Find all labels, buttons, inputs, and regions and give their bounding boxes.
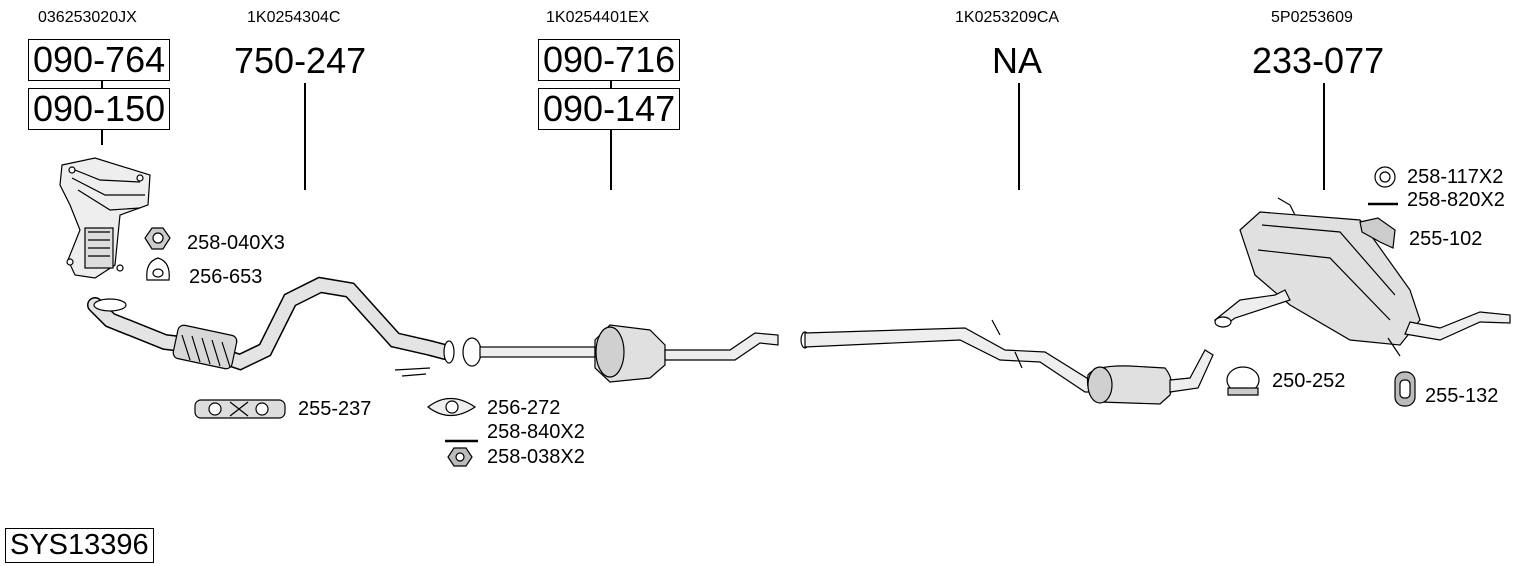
system-id-box: SYS13396 xyxy=(5,528,154,563)
accessory-label[interactable]: 258-820X2 xyxy=(1407,189,1505,211)
oem-number-2: 1K0254304C xyxy=(247,9,341,26)
leader-line xyxy=(101,129,103,145)
part-number-box[interactable]: 090-150 xyxy=(28,88,171,130)
oem-number-5: 5P0253609 xyxy=(1271,9,1353,26)
part-number-box[interactable]: 090-147 xyxy=(538,88,681,130)
part-number-box[interactable]: 090-764 xyxy=(28,39,171,81)
accessory-label[interactable]: 256-653 xyxy=(189,266,263,283)
clamp-icon[interactable] xyxy=(1226,366,1260,396)
front-pipe-icon[interactable] xyxy=(87,276,455,377)
accessory-label[interactable]: 255-237 xyxy=(298,398,372,420)
leader-line xyxy=(304,83,306,190)
accessory-label[interactable]: 258-040X3 xyxy=(187,232,285,254)
accessory-label[interactable]: 258-117X2 xyxy=(1407,166,1504,188)
accessory-label[interactable]: 258-038X2 xyxy=(487,446,585,468)
accessory-label[interactable]: 256-272 xyxy=(487,397,561,419)
part-number[interactable]: 233-077 xyxy=(1252,40,1385,81)
gasket-icon[interactable] xyxy=(427,397,477,417)
part-number-na[interactable]: NA xyxy=(992,40,1043,81)
part-number-box[interactable]: 090-716 xyxy=(538,39,681,81)
leader-line xyxy=(610,129,612,190)
middle-silencer-icon[interactable] xyxy=(800,319,1214,405)
leader-line xyxy=(610,80,612,88)
leader-line xyxy=(1018,83,1020,190)
oem-number-3: 1K0254401EX xyxy=(546,9,650,26)
leader-line xyxy=(1323,83,1325,190)
hanger-icon[interactable] xyxy=(1394,371,1416,407)
catalytic-converter-icon[interactable] xyxy=(462,324,779,383)
leader-line xyxy=(101,80,103,88)
oem-number-1: 036253020JX xyxy=(38,9,137,26)
bracket-icon[interactable] xyxy=(1359,217,1396,249)
oem-number-4: 1K0253209CA xyxy=(955,9,1060,26)
accessory-label[interactable]: 258-840X2 xyxy=(487,421,585,443)
exhaust-manifold-icon[interactable] xyxy=(59,157,151,279)
accessory-label[interactable]: 255-102 xyxy=(1409,228,1483,250)
rubber-mount-icon[interactable] xyxy=(194,399,286,419)
part-number[interactable]: 750-247 xyxy=(234,40,367,81)
accessory-label[interactable]: 250-252 xyxy=(1272,370,1346,392)
rear-silencer-icon[interactable] xyxy=(1213,197,1511,357)
accessory-label[interactable]: 255-132 xyxy=(1425,385,1499,407)
